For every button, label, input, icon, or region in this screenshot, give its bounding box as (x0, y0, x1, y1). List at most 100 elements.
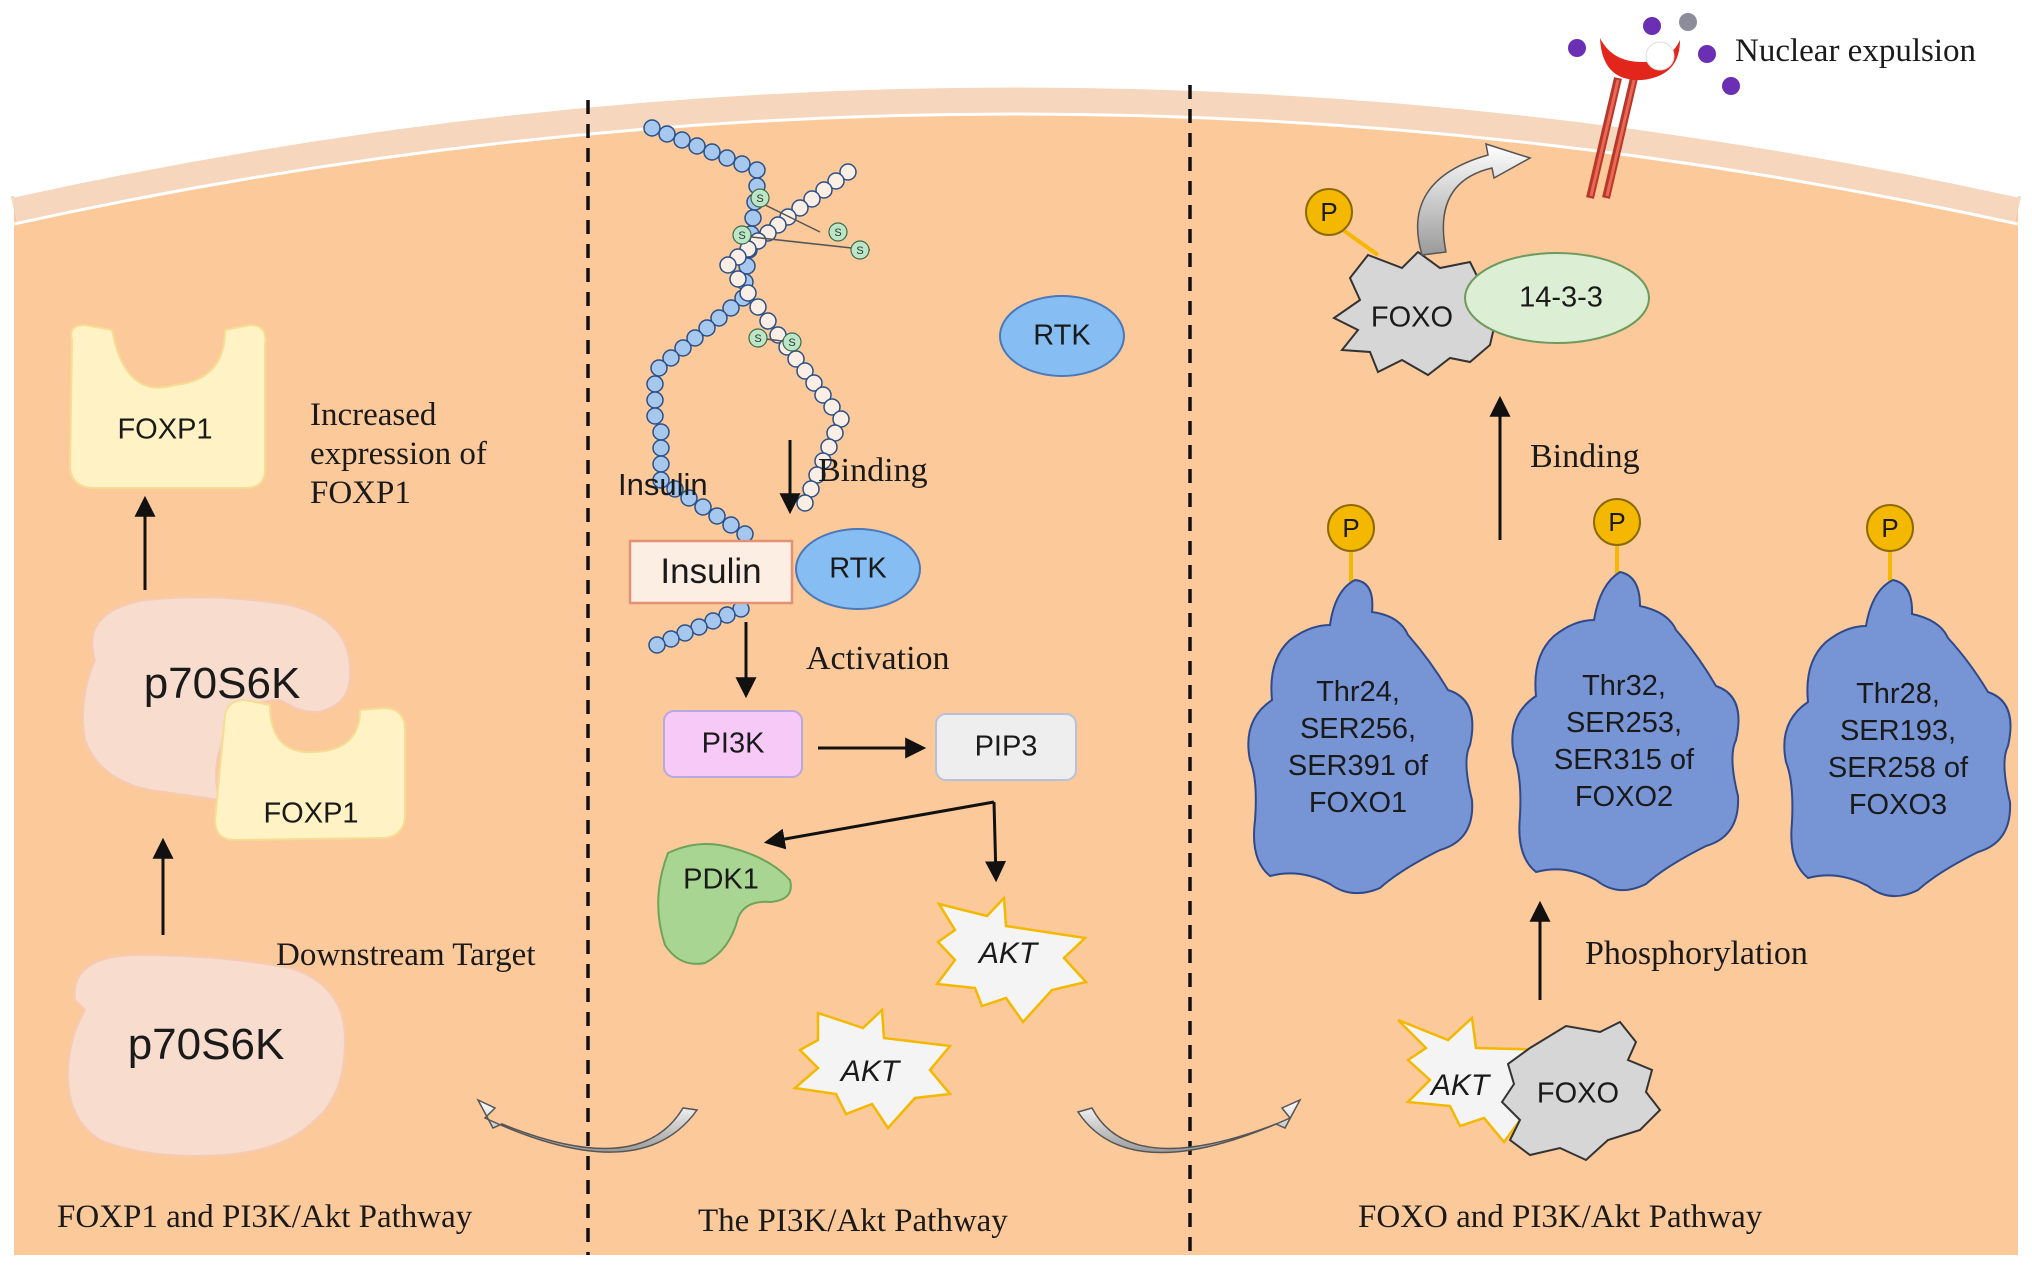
insulin-bead-a (673, 131, 691, 149)
foxp1-shape-top (68, 323, 267, 489)
phosphorylation-label: Phosphorylation (1585, 935, 1808, 972)
phosphate-group-4: P (1866, 504, 1914, 552)
insulin-bead-a (666, 480, 684, 498)
insulin-bead-a (646, 407, 664, 425)
insulin-bead-a (703, 143, 721, 161)
foxo2-sites-label: Thr32, SER253, SER315 of FOXO2 (1553, 669, 1695, 814)
protein-1433-label: 14-3-3 (1519, 281, 1603, 314)
curved-arrow-left (476, 1098, 699, 1153)
receptor-stem-right-inner (1605, 79, 1636, 197)
insulin-bead-a (680, 489, 698, 507)
sulfur-atom (850, 240, 870, 260)
particle-1 (1568, 39, 1586, 57)
insulin-bead-a (652, 423, 670, 441)
foxo3-shape (1783, 578, 2012, 897)
insulin-bead-b (827, 172, 845, 190)
insulin-box-shape (628, 539, 794, 605)
insulin-bead-a (686, 329, 704, 347)
foxp1-top-label: FOXP1 (117, 413, 213, 446)
insulin-box-label: Insulin (660, 552, 762, 591)
insulin-bead-a (688, 137, 706, 155)
insulin-bead-a (698, 319, 716, 337)
insulin-bead-b (839, 163, 857, 181)
binding-label-middle: Binding (818, 452, 928, 489)
insulin-bead-a (718, 149, 736, 167)
particle-5 (1722, 77, 1740, 95)
cell-cytoplasm (14, 100, 2018, 1255)
rtk-free-label: RTK (1033, 319, 1091, 352)
insulin-bead-a (674, 339, 692, 357)
sulfur-atom (748, 328, 768, 348)
sulfur-atom (782, 332, 802, 352)
pdk1-shape (657, 843, 792, 965)
insulin-bead-a (736, 525, 754, 543)
foxo-shape-top (1332, 250, 1507, 377)
insulin-bead-a (748, 161, 766, 179)
activation-label: Activation (806, 640, 950, 677)
insulin-bead-b (719, 256, 737, 274)
foxp1-shape-bound (213, 698, 406, 842)
insulin-bead-a (733, 155, 751, 173)
nuclear-expulsion-label: Nuclear expulsion (1735, 33, 1977, 69)
insulin-bead-b (787, 350, 805, 368)
insulin-bead-b (823, 398, 841, 416)
panel-left-title: FOXP1 and PI3K/Akt Pathway (57, 1199, 473, 1235)
p70s6k-lower-label: p70S6K (127, 1020, 285, 1069)
foxo-top-label: FOXO (1370, 301, 1454, 334)
pi3k-box-shape (663, 710, 803, 778)
curved-arrow-middle (1076, 1098, 1302, 1154)
p70s6k-upper-label: p70S6K (143, 659, 301, 708)
particle-3 (1679, 13, 1697, 31)
insulin-bead-b (815, 181, 833, 199)
phosphate-group-1: P (1305, 188, 1353, 236)
akt-right-label: AKT (1430, 1069, 1490, 1102)
insulin-bead-b (759, 312, 777, 330)
insulin-bead-a (643, 119, 661, 137)
akt-shape-a (934, 895, 1089, 1024)
insulin-bead-a (722, 516, 740, 534)
insulin-bead-a (652, 439, 670, 457)
p70s6k-shape-upper (81, 596, 352, 802)
insulin-bead-a (650, 359, 668, 377)
foxo1-sites-label: Thr24, SER256, SER391 of FOXO1 (1287, 675, 1429, 820)
p70s6k-shape-lower (66, 953, 347, 1157)
particle-4 (1698, 45, 1716, 63)
insulin-bead-a (710, 309, 728, 327)
particle-2 (1643, 17, 1661, 35)
phosphate-label: P (1881, 512, 1899, 543)
receptor-ligand (1645, 41, 1675, 71)
receptor-stem-left-inner (1589, 79, 1620, 197)
insulin-bead-a (722, 299, 740, 317)
sulfur-label: S (834, 227, 841, 239)
sulfur-label: S (856, 245, 863, 257)
downstream-target-label: Downstream Target (276, 937, 536, 973)
phosphate-label: P (1608, 506, 1626, 537)
phospho-link-top (1341, 228, 1380, 257)
insulin-bead-b (739, 284, 757, 302)
increased-expression-label: Increased expression of FOXP1 (310, 397, 487, 511)
sulfur-label: S (738, 230, 745, 242)
insulin-bead-b (749, 298, 767, 316)
insulin-bead-b (729, 270, 747, 288)
foxo-shape-bottom (1500, 1020, 1662, 1162)
insulin-bead-a (658, 125, 676, 143)
insulin-bead-a (708, 507, 726, 525)
rtk-free-shape (999, 295, 1125, 377)
insulin-bead-b (805, 374, 823, 392)
phosphate-group-3: P (1593, 498, 1641, 546)
insulin-bead-a (694, 498, 712, 516)
insulin-bead-b (814, 386, 832, 404)
cell-membrane (11, 86, 2021, 224)
akt-shape-b (792, 1007, 953, 1131)
arrow-to-akt-branch (985, 801, 1007, 883)
insulin-bead-a (646, 375, 664, 393)
foxo1-shape (1247, 578, 1474, 895)
disulfide-bond (741, 235, 871, 251)
sulfur-label: S (788, 337, 795, 349)
insulin-bead-b (796, 362, 814, 380)
phosphate-label: P (1320, 196, 1338, 227)
sulfur-atom (828, 222, 848, 242)
membrane-line-outer (13, 84, 2019, 198)
akt-b-label: AKT (840, 1055, 900, 1088)
